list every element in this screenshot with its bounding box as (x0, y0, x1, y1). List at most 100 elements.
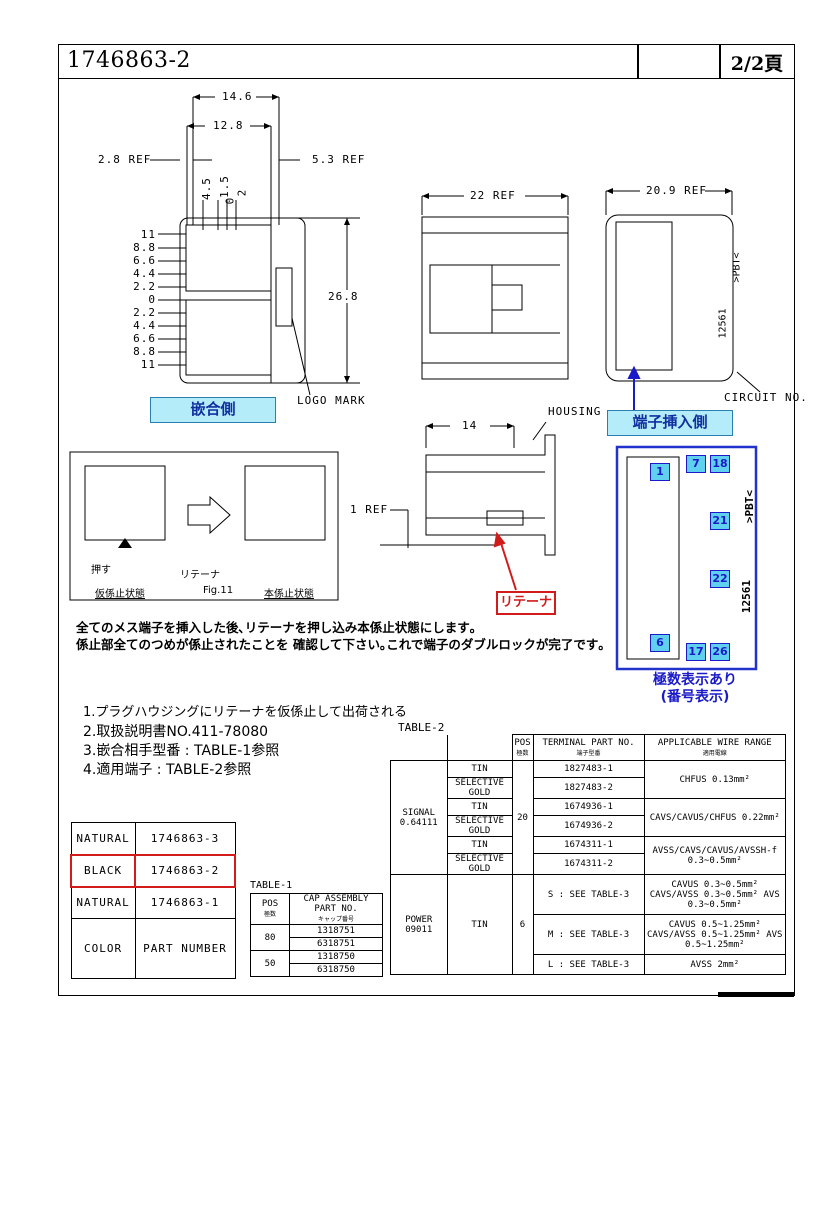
cap-header: CAP ASSEMBLY PART NO. (303, 894, 369, 914)
plating-cell: TIN (446, 798, 513, 816)
terminal-cell: 1674936-1 (532, 798, 645, 816)
list-item-1: 1.プラグハウジングにリテーナを仮係止して出荷される (83, 705, 408, 720)
row-dimension-label: 8.8 (133, 345, 156, 358)
cap-part-cell: 6318751 (289, 937, 383, 951)
pos-header-jp: 極数 (263, 911, 276, 918)
retainer-label: リテーナ (496, 591, 556, 615)
fig-retainer-label: リテーナ (180, 570, 220, 581)
t2-pos-header-jp: 極数 (516, 749, 529, 757)
wire-header-jp: 適用電線 (702, 749, 727, 757)
dim-top-width: 14.6 (222, 90, 253, 103)
wire-cell: CAVS/CAVUS/CHFUS 0.22mm² (643, 798, 786, 837)
circuit-no-label: CIRCUIT NO. (724, 391, 808, 404)
title-block: 1746863-2 2/2頁 (59, 45, 794, 79)
cap-header-jp: キャップ番号 (317, 916, 354, 923)
terminal-cell: L : SEE TABLE-3 (532, 954, 645, 975)
pin-number-1: 1 (650, 463, 670, 481)
pin-number-26: 26 (710, 643, 730, 661)
dim-col-0: 0 (223, 196, 237, 205)
pos-cell: 50 (250, 950, 290, 977)
terminal-cell: 1827483-2 (532, 777, 645, 799)
terminal-cell: 1674311-1 (532, 836, 645, 854)
code-mark-rear: 12561 (717, 308, 729, 339)
wire-cell: CAVUS 0.3~0.5mm² CAVS/AVSS 0.3~0.5mm² AV… (643, 874, 786, 915)
fig-temp-state: 仮係止状態 (95, 589, 145, 600)
row-dimension-label: 2.2 (133, 306, 156, 319)
wire-cell: AVSS 2mm² (643, 954, 786, 975)
dim-col-2: 2 (235, 188, 249, 197)
part-cell: 1746863-3 (134, 822, 236, 855)
terminal-cell: 1674311-2 (532, 853, 645, 875)
pbt-mark-pinmap: >PBT< (743, 489, 757, 524)
color-cell: NATURAL (70, 886, 136, 919)
fig-push-label: 押す (91, 565, 111, 576)
dim-col-15: 1.5 (217, 175, 231, 198)
plating-cell: TIN (446, 836, 513, 854)
color-cell-selected: BLACK (69, 853, 137, 888)
pin-number-18: 18 (710, 455, 730, 473)
part-cell-selected: 1746863-2 (134, 853, 236, 888)
row-dimension-label: 11 (140, 228, 156, 241)
power-pos: 6 (511, 874, 534, 975)
terminal-cell: M : SEE TABLE-3 (532, 914, 645, 955)
pin-number-6: 6 (650, 634, 670, 652)
pin-number-21: 21 (710, 512, 730, 530)
dim-ref-right: 5.3 REF (312, 153, 366, 166)
row-dimension-label: 6.6 (133, 332, 156, 345)
cap-part-cell: 1318750 (289, 950, 383, 964)
wire-cell: CHFUS 0.13mm² (643, 760, 786, 799)
part-number-title: 1746863-2 (67, 48, 191, 73)
terminal-header-jp: 端子型番 (576, 749, 601, 757)
pos-header: POS (261, 899, 279, 909)
dim-col-45: 4.5 (199, 177, 213, 200)
row-dimension-label: 4.4 (133, 319, 156, 332)
terminal-header: TERMINAL PART NO. (542, 737, 635, 748)
power-cell: POWER 09011 (390, 874, 448, 975)
terminal-cell: 1827483-1 (532, 760, 645, 778)
fig-number: Fig.11 (203, 585, 234, 596)
color-header: COLOR (70, 918, 136, 979)
terminal-cell: S : SEE TABLE-3 (532, 874, 645, 915)
pin-info-line-1: 極数表示あり (653, 672, 737, 688)
table-1-title: TABLE-1 (250, 880, 293, 891)
signal-cell: SIGNAL 0.64111 (390, 760, 448, 875)
pin-number-17: 17 (686, 643, 706, 661)
wire-cell: CAVUS 0.5~1.25mm² CAVS/AVSS 0.5~1.25mm² … (643, 914, 786, 955)
mating-side-label: 嵌合側 (150, 397, 276, 423)
dim-side-14: 14 (462, 419, 478, 432)
power-plating: TIN (446, 874, 513, 975)
wire-header: APPLICABLE WIRE RANGE (657, 737, 772, 748)
insertion-side-label: 端子挿入側 (607, 410, 733, 436)
list-item-3: 3.嵌合相手型番 : TABLE-1参照 (83, 743, 280, 759)
terminal-cell: 1674936-2 (532, 815, 645, 837)
dim-side-ref: 22 REF (470, 189, 516, 202)
color-cell: NATURAL (70, 822, 136, 855)
signal-pos: 20 (511, 760, 534, 875)
row-dimension-label: 4.4 (133, 267, 156, 280)
note-line-2: 係止部全てのつめが係止されたことを 確認して下さい｡これで端子のダブルロックが完… (76, 637, 605, 652)
row-dimension-label: 11 (140, 358, 156, 371)
plating-cell: SELECTIVE GOLD (446, 853, 513, 875)
dim-ref-left: 2.8 REF (98, 153, 152, 166)
code-mark-pinmap: 12561 (740, 579, 754, 614)
pos-cell: 80 (250, 924, 290, 951)
note-line-1: 全てのメス端子を挿入した後､リテーナを押し込み本係止状態にします｡ (76, 620, 477, 635)
wire-cell: AVSS/CAVS/CAVUS/AVSSH-f 0.3~0.5mm² (643, 836, 786, 875)
fig-final-state: 本係止状態 (264, 589, 314, 600)
t2-pos-header: POS (514, 737, 531, 748)
pin-info-line-2: (番号表示) (660, 689, 730, 705)
dim-rear-ref: 20.9 REF (646, 184, 707, 197)
page-number: 2/2頁 (730, 53, 784, 75)
pin-number-7: 7 (686, 455, 706, 473)
drawing-sheet: 1746863-2 2/2頁 (58, 44, 795, 996)
plating-cell: SELECTIVE GOLD (446, 815, 513, 837)
table-2-title: TABLE-2 (398, 721, 445, 734)
plating-cell: TIN (446, 760, 513, 778)
part-cell: 1746863-1 (134, 886, 236, 919)
part-header: PART NUMBER (134, 918, 236, 979)
housing-label: HOUSING (548, 405, 602, 418)
